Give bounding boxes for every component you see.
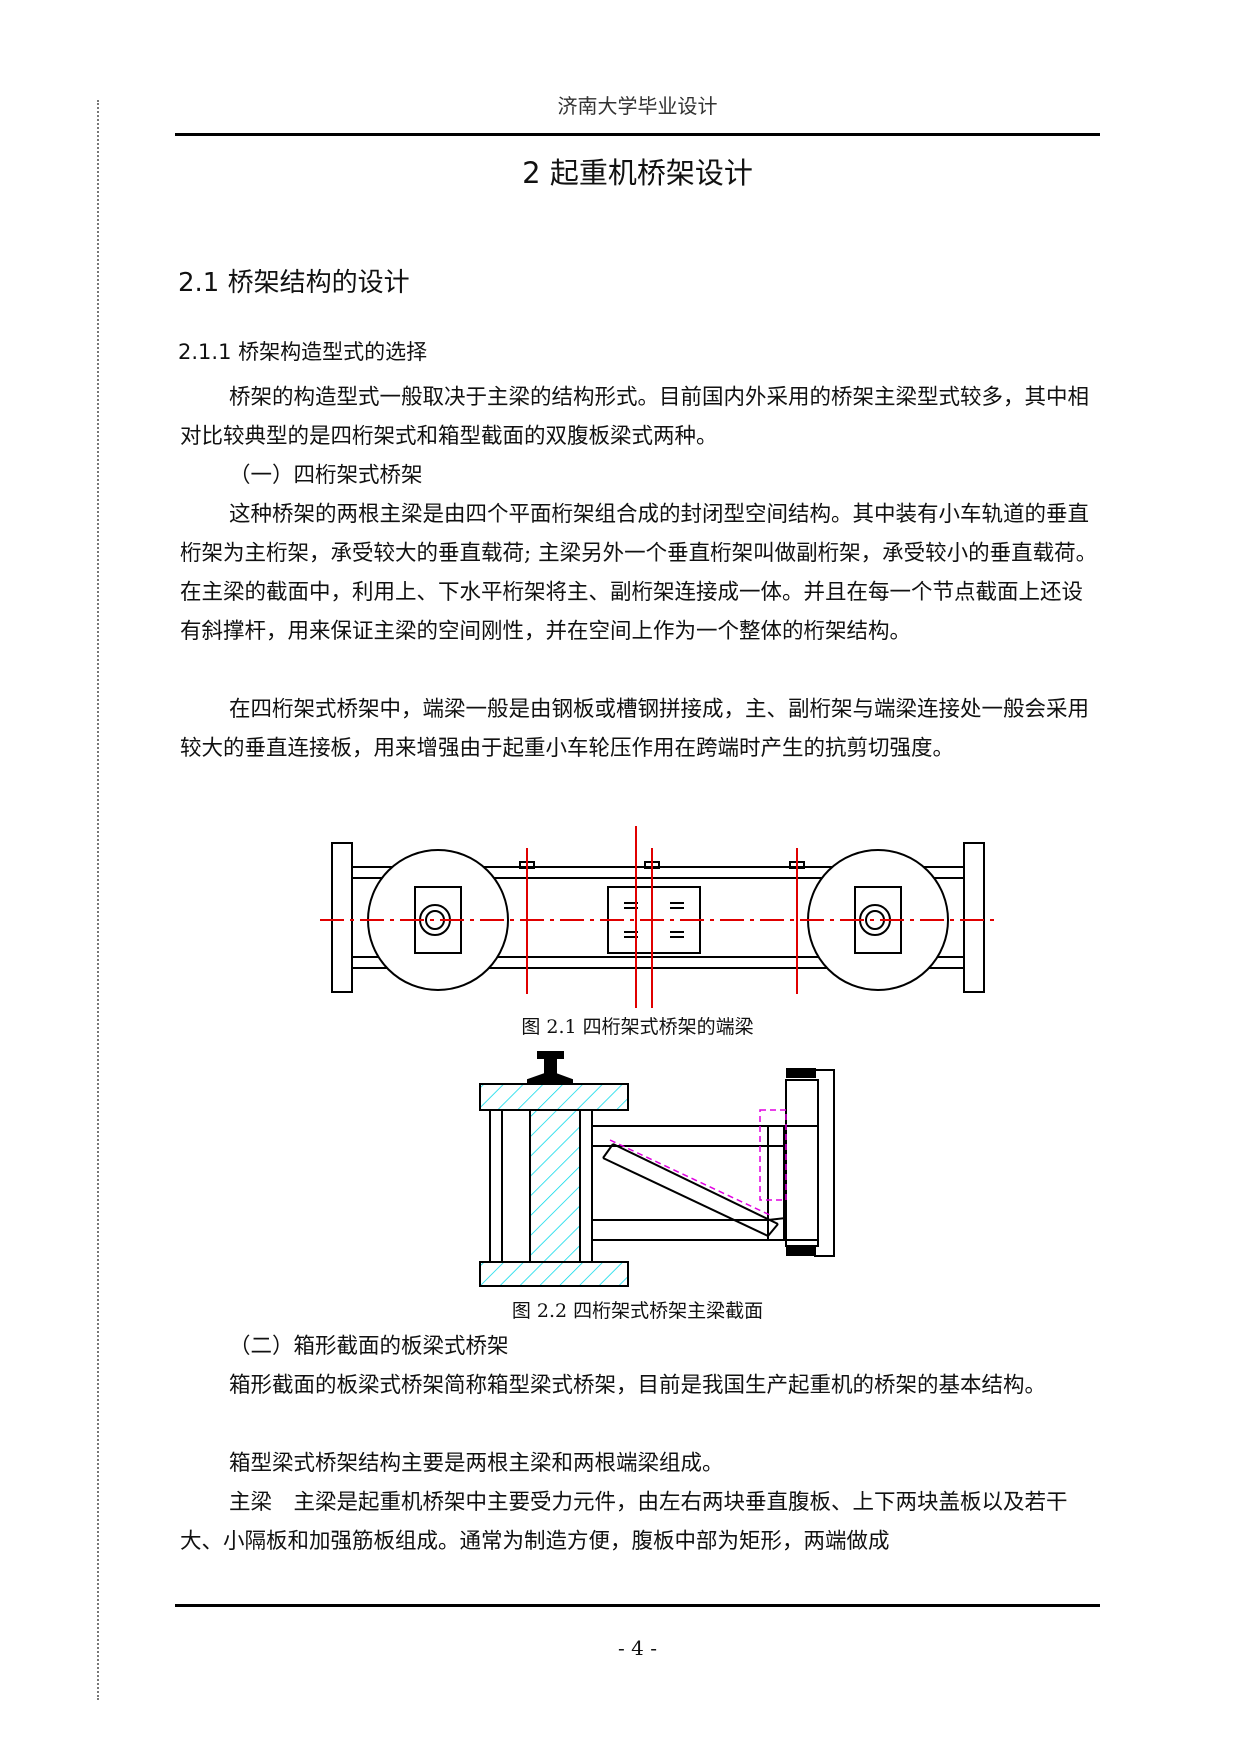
binding-margin-line <box>97 100 99 1700</box>
figure-end-beam-drawing <box>320 826 1000 1008</box>
figure-caption-2-2: 图 2.2 四桁架式桥架主梁截面 <box>511 1300 764 1322</box>
paragraph-main-beam: 主梁 主梁是起重机桥架中主要受力元件，由左右两块垂直腹板、上下两块盖板以及若干大… <box>180 1490 1068 1554</box>
page-number: - 4 - <box>618 1636 657 1660</box>
footer-rule <box>175 1604 1100 1607</box>
paragraph-intro: 桥架的构造型式一般取决于主梁的结构形式。目前国内外采用的桥架主梁型式较多，其中相… <box>180 385 1090 449</box>
paragraph-truss-description: 这种桥架的两根主梁是由四个平面桁架组合成的封闭型空间结构。其中装有小车轨道的垂直… <box>180 502 1098 644</box>
paragraph-box-girder: 箱形截面的板梁式桥架简称箱型梁式桥架，目前是我国生产起重机的桥架的基本结构。 <box>229 1373 1047 1398</box>
header-rule <box>175 133 1100 136</box>
section-heading: 2.1 桥架结构的设计 <box>178 268 410 298</box>
list-heading-box-girder: （二）箱形截面的板梁式桥架 <box>229 1334 509 1359</box>
figure-girder-section-drawing <box>479 1051 835 1287</box>
subsection-heading: 2.1.1 桥架构造型式的选择 <box>178 340 428 364</box>
chapter-title: 2 起重机桥架设计 <box>522 156 753 190</box>
paragraph-end-beam: 在四桁架式桥架中，端梁一般是由钢板或槽钢拼接成，主、副桁架与端梁连接处一般会采用… <box>180 697 1090 761</box>
paragraph-box-girder-composition: 箱型梁式桥架结构主要是两根主梁和两根端梁组成。 <box>229 1451 724 1476</box>
list-heading-truss: （一）四桁架式桥架 <box>229 463 423 488</box>
figure-caption-2-1: 图 2.1 四桁架式桥架的端梁 <box>521 1016 754 1038</box>
page-header: 济南大学毕业设计 <box>557 94 718 118</box>
